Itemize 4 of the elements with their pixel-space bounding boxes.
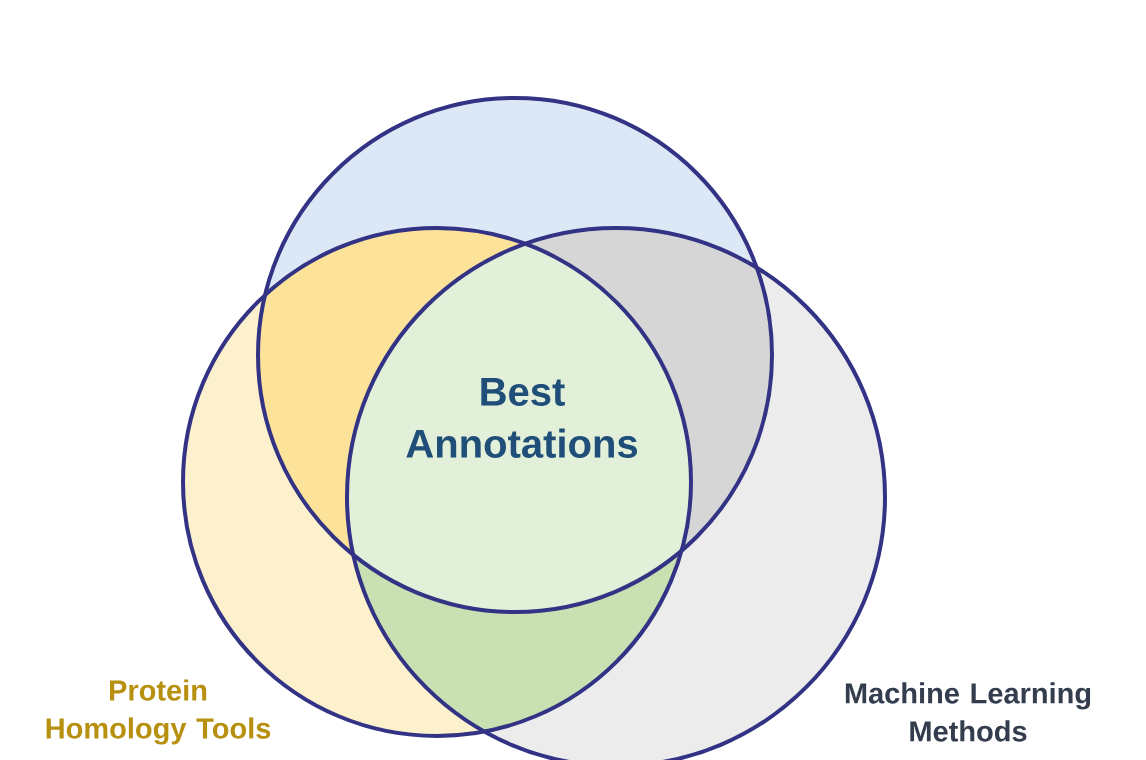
region-label: Best Annotations	[406, 378, 638, 458]
circle-label: Machine Learning Methods	[845, 682, 1091, 742]
circle-label: Protein Homology Tools	[46, 679, 271, 745]
venn-circle	[256, 96, 774, 614]
